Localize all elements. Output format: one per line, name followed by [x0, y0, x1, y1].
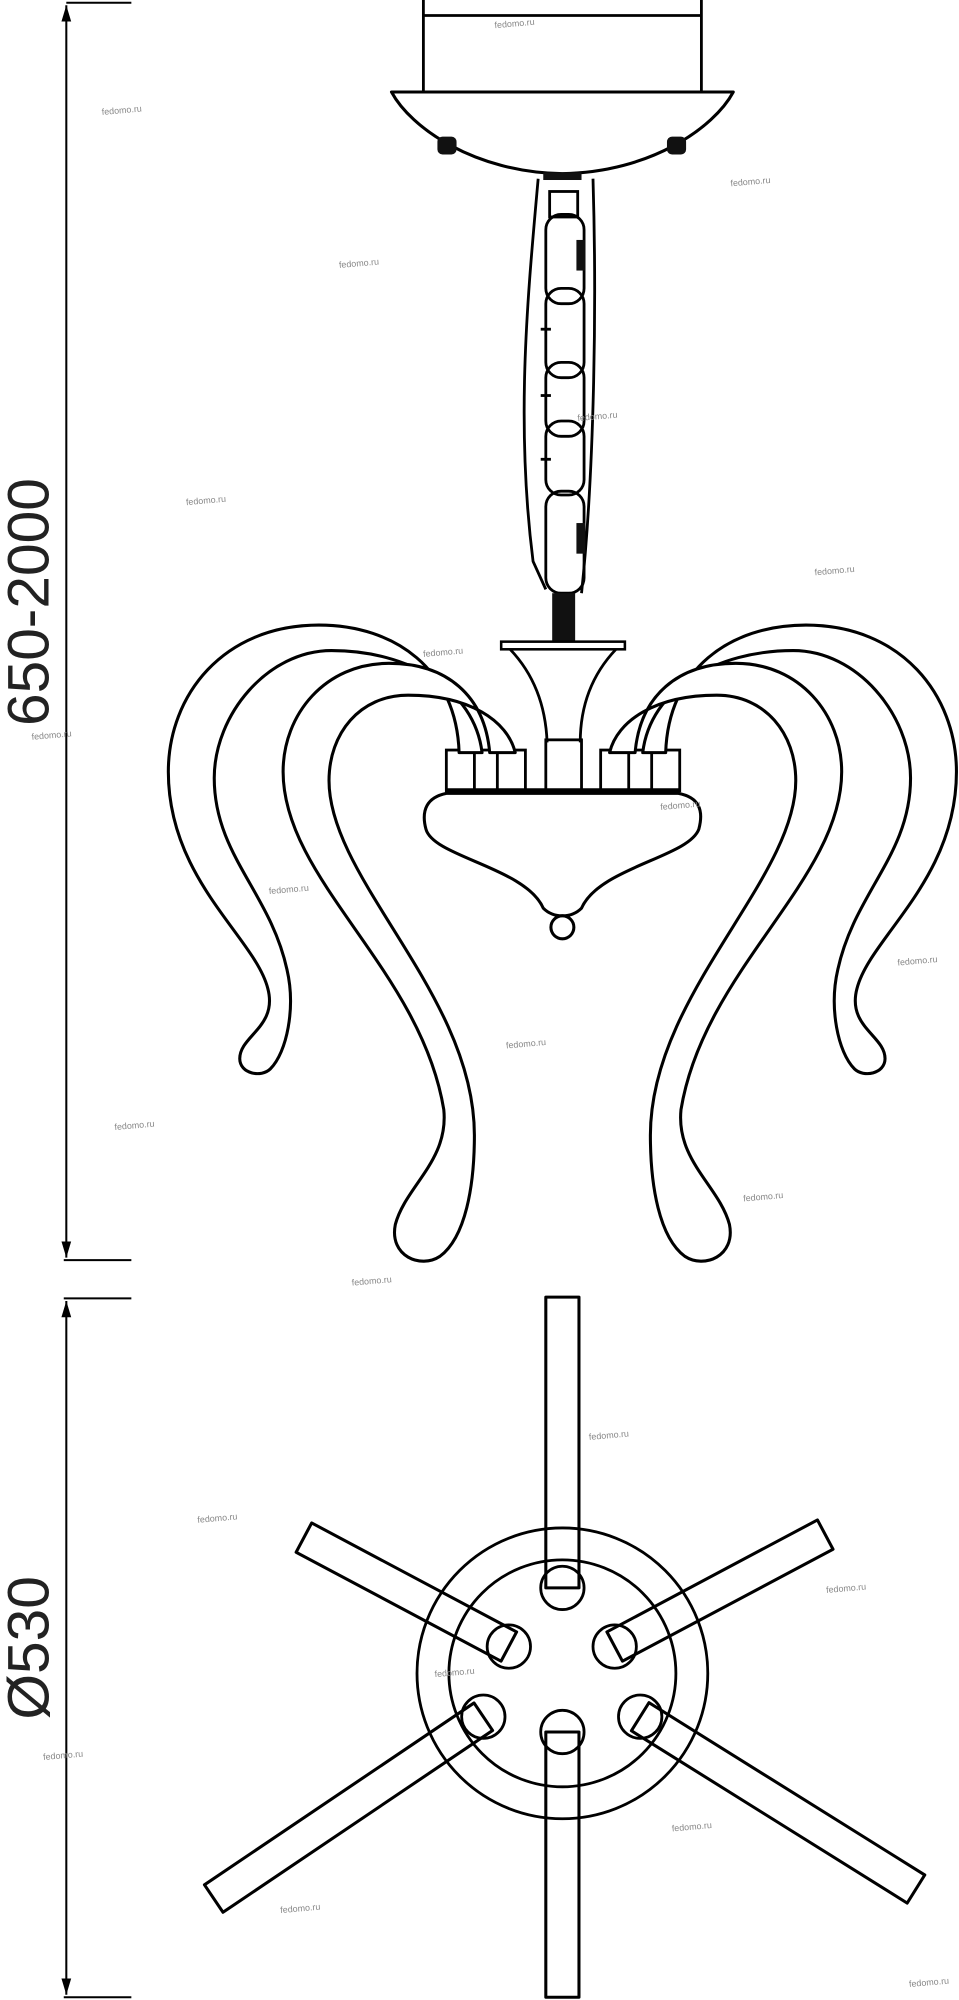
arm-inner-left	[281, 661, 517, 1263]
plan-socket	[539, 1564, 586, 1611]
watermark: fedomo.ru	[671, 1820, 712, 1833]
plan-view	[202, 1295, 927, 1999]
watermark: fedomo.ru	[31, 728, 72, 741]
watermark: fedomo.ru	[909, 1976, 950, 1989]
watermark: fedomo.ru	[197, 1511, 238, 1524]
watermark: fedomo.ru	[577, 410, 618, 423]
watermark: fedomo.ru	[743, 1190, 784, 1203]
canopy-screw-right	[666, 136, 687, 155]
diameter-label: Ø530	[0, 1576, 61, 1720]
plan-arm	[202, 1701, 495, 1914]
arm-outer-right	[641, 623, 958, 1076]
watermark: fedomo.ru	[423, 645, 464, 658]
suspension-chain	[522, 172, 597, 645]
central-funnel	[499, 640, 627, 793]
chain-connector	[552, 593, 576, 645]
height-label: 650-2000	[0, 478, 61, 726]
watermark: fedomo.ru	[826, 1582, 867, 1595]
plan-arm	[629, 1701, 927, 1905]
plan-arm	[544, 1295, 581, 1590]
bowl-finial	[549, 914, 576, 941]
watermark: fedomo.ru	[506, 1037, 547, 1050]
plan-socket	[485, 1623, 532, 1670]
plan-arm	[605, 1518, 835, 1663]
watermark: fedomo.ru	[43, 1749, 84, 1762]
arm-outer-left	[166, 623, 484, 1076]
watermark: fedomo.ru	[814, 564, 855, 577]
ceiling-canopy	[389, 0, 735, 176]
plan-socket	[591, 1623, 638, 1670]
watermark: fedomo.ru	[280, 1902, 321, 1915]
watermark: fedomo.ru	[351, 1274, 392, 1287]
watermark: fedomo.ru	[185, 494, 226, 507]
plan-socket	[617, 1693, 664, 1740]
watermark: fedomo.ru	[101, 103, 142, 116]
watermark: fedomo.ru	[114, 1119, 155, 1132]
side-view	[166, 0, 958, 1263]
plan-arm	[294, 1521, 519, 1663]
plan-outer-ring	[415, 1526, 710, 1821]
watermark: fedomo.ru	[897, 954, 938, 967]
watermark: fedomo.ru	[660, 799, 701, 812]
arm-holder-blocks	[444, 748, 682, 794]
canopy-screw-left	[437, 136, 457, 155]
diameter-dimension: Ø530	[0, 1297, 132, 1999]
plan-socket	[539, 1708, 586, 1756]
plan-socket	[460, 1693, 507, 1740]
watermark: fedomo.ru	[434, 1666, 475, 1679]
watermarks: fedomo.ru fedomo.ru fedomo.ru fedomo.ru …	[31, 17, 949, 1989]
central-bowl	[422, 791, 703, 918]
watermark: fedomo.ru	[339, 257, 380, 270]
height-dimension: 650-2000	[0, 1, 132, 1262]
arm-inner-right	[608, 661, 844, 1263]
watermark: fedomo.ru	[588, 1428, 629, 1441]
watermark: fedomo.ru	[494, 17, 535, 30]
watermark: fedomo.ru	[268, 883, 309, 896]
plan-arm	[544, 1730, 581, 1999]
arms-right	[608, 623, 958, 1263]
watermark: fedomo.ru	[730, 175, 771, 188]
plan-inner-ring	[447, 1558, 678, 1789]
arms-left	[166, 623, 517, 1263]
